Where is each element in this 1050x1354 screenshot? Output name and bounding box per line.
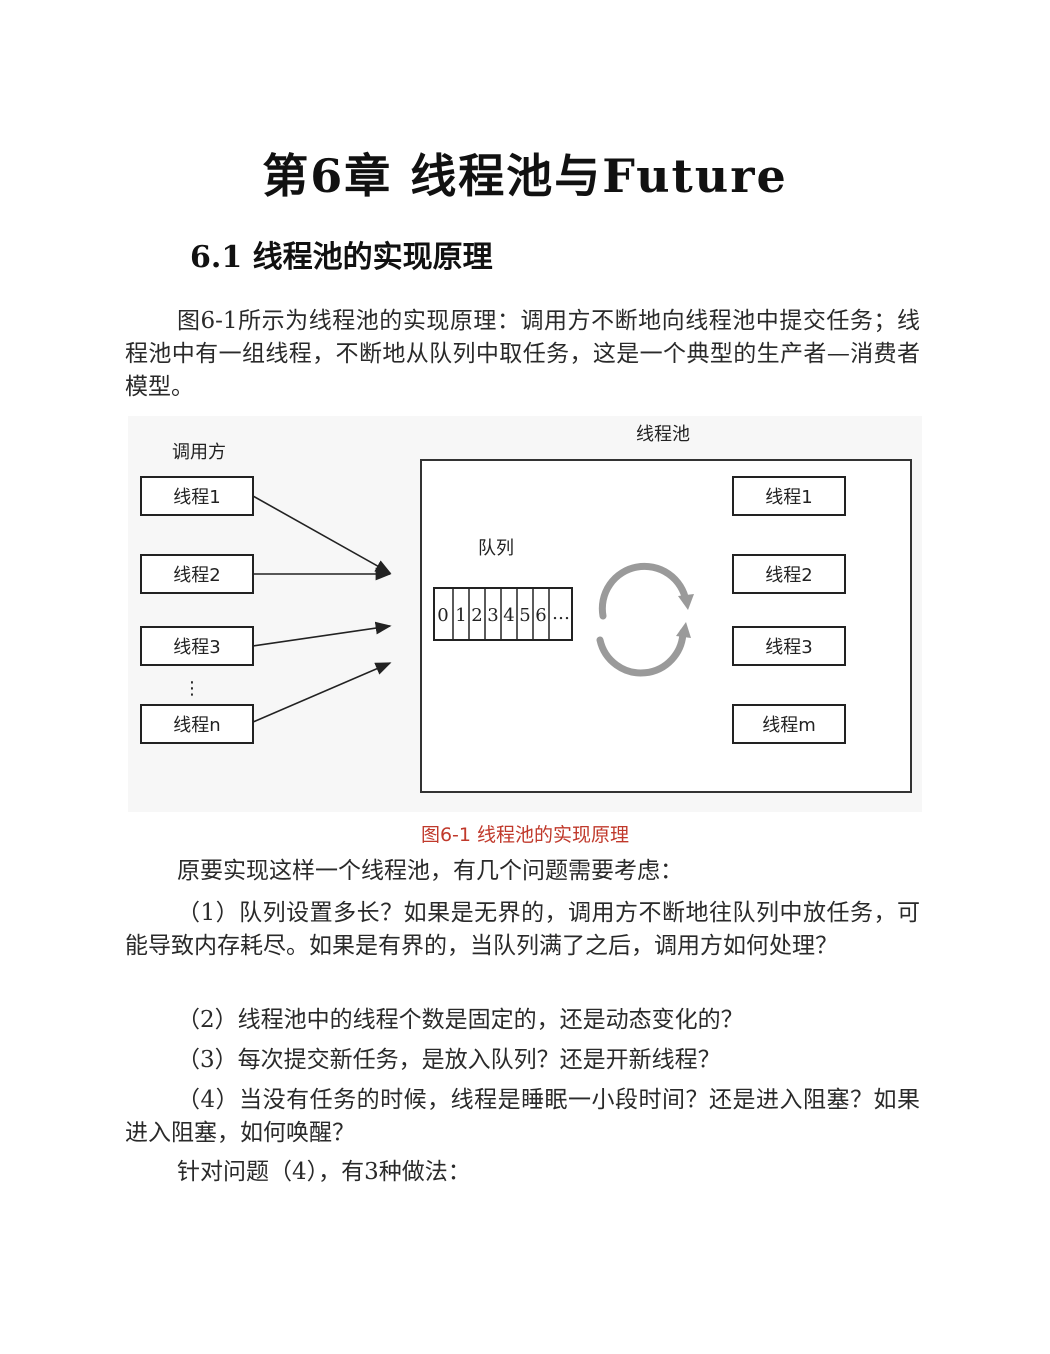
paragraph-question-1: （1）队列设置多长？如果是无界的，调用方不断地往队列中放任务，可能导致内存耗尽。…	[125, 900, 920, 959]
submit-arrows	[252, 495, 392, 723]
queue-cell: 3	[487, 605, 498, 626]
caller-thread-label: 线程n	[173, 715, 220, 736]
pool-thread-label: 线程2	[765, 565, 812, 586]
chapter-title: 第6章 线程池与Future	[262, 149, 788, 203]
thread-pool-diagram: 调用方 线程1 线程2 线程3 ⋮ 线程n 线程池 队列	[128, 416, 922, 812]
pool-thread-label: 线程m	[762, 715, 816, 736]
pool-thread-label: 线程3	[765, 637, 812, 658]
pool-thread-3: 线程3	[732, 626, 846, 666]
intro-paragraph: 图6-1所示为线程池的实现原理：调用方不断地向线程池中提交任务；线程池中有一组线…	[125, 308, 920, 400]
queue-label: 队列	[478, 538, 514, 559]
pool-thread-1: 线程1	[732, 476, 846, 516]
diagram-svg: 调用方 线程1 线程2 线程3 ⋮ 线程n 线程池 队列	[140, 424, 912, 793]
queue-cell: …	[552, 603, 570, 624]
caller-thread-label: 线程2	[173, 565, 220, 586]
caller-thread-2: 线程2	[140, 554, 254, 594]
pool-thread-label: 线程1	[765, 487, 812, 508]
section-title: 6.1 线程池的实现原理	[190, 240, 493, 275]
paragraph-question-3: （3）每次提交新任务，是放入队列？还是开新线程？	[177, 1047, 721, 1073]
pool-label: 线程池	[636, 424, 690, 445]
paragraph-question-4: （4）当没有任务的时候，线程是睡眠一小段时间？还是进入阻塞？如果进入阻塞，如何唤…	[125, 1087, 920, 1146]
queue-cell: 2	[471, 605, 482, 626]
caller-thread-1: 线程1	[140, 476, 254, 516]
queue-cell: 5	[519, 605, 530, 626]
cycle-arrows-icon	[596, 562, 690, 677]
pool-thread-2: 线程2	[732, 554, 846, 594]
queue-cell: 6	[535, 605, 546, 626]
caller-thread-n: 线程n	[140, 704, 254, 744]
queue-cell: 1	[455, 605, 466, 626]
queue: 0 1 2 3 4 5 6 …	[433, 587, 573, 641]
cycle-arrowheads	[676, 594, 694, 638]
caller-thread-3: 线程3	[140, 626, 254, 666]
pool-thread-m: 线程m	[732, 704, 846, 744]
paragraph-considerations: 原要实现这样一个线程池，有几个问题需要考虑：	[177, 858, 683, 884]
queue-cell: 0	[437, 605, 448, 626]
figure-caption: 图6-1 线程池的实现原理	[420, 824, 630, 846]
paragraph-question-2: （2）线程池中的线程个数是固定的，还是动态变化的？	[177, 1007, 744, 1033]
caller-label: 调用方	[172, 442, 226, 463]
paragraph-approaches: 针对问题（4），有3种做法：	[177, 1159, 471, 1185]
caller-thread-label: 线程3	[173, 637, 220, 658]
caller-ellipsis: ⋮	[183, 678, 201, 699]
caller-thread-label: 线程1	[173, 487, 220, 508]
queue-cell: 4	[503, 605, 514, 626]
